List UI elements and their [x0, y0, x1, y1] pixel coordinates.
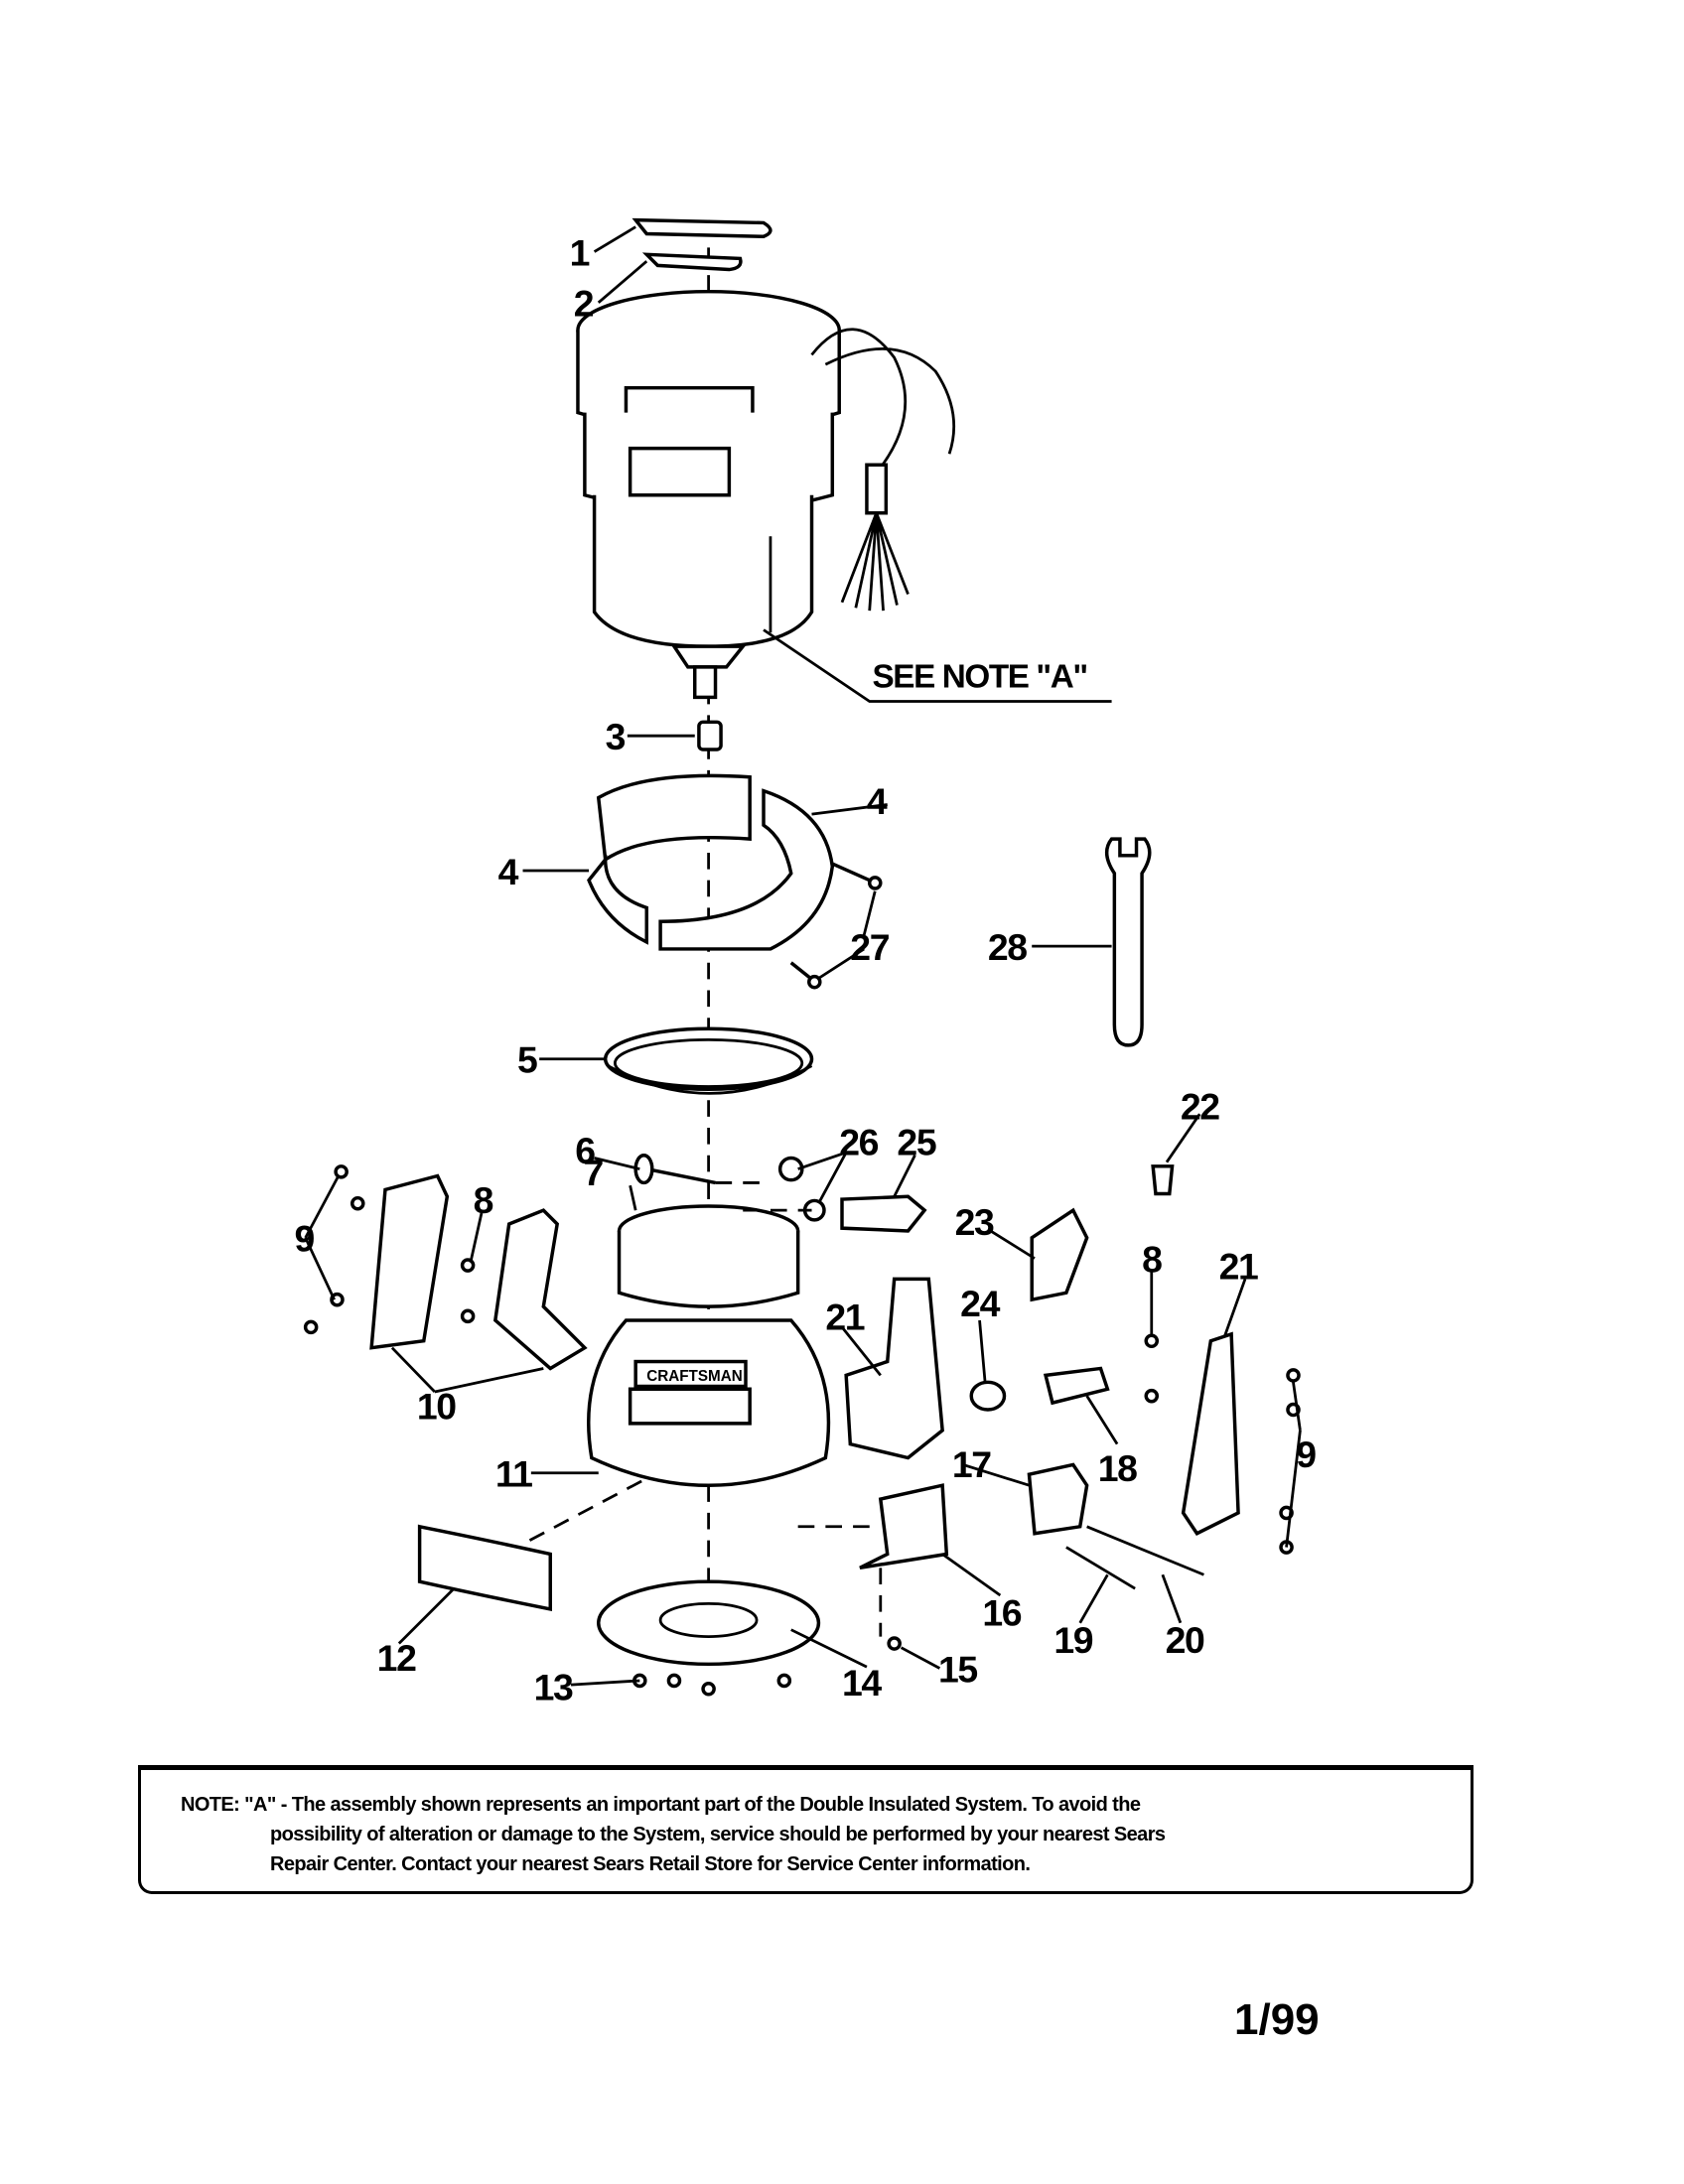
callout-1: 1 [570, 231, 590, 273]
callout-17: 17 [952, 1443, 991, 1485]
part-14-sub-base [597, 1579, 821, 1667]
connector-lines [528, 1181, 883, 1637]
part-27-screw [789, 862, 871, 981]
callout-18: 18 [1098, 1447, 1137, 1489]
callout-7: 7 [584, 1152, 604, 1193]
part-22-screw [1151, 1164, 1175, 1196]
part-24-bulb [969, 1380, 1007, 1412]
callout-15: 15 [938, 1648, 977, 1690]
callout-4: 4 [867, 780, 888, 822]
see-note-leader [763, 628, 1112, 703]
callout-8: 8 [1142, 1238, 1162, 1280]
part-21-far-right-handle [1181, 1331, 1240, 1536]
note-line-3: Repair Center. Contact your nearest Sear… [270, 1853, 1031, 1875]
part-17-switch-block [1027, 1462, 1089, 1536]
callout-3: 3 [606, 716, 626, 757]
note-a-text: NOTE: "A" - The assembly shown represent… [181, 1790, 1452, 1879]
callout-13: 13 [534, 1666, 573, 1707]
callout-22: 22 [1181, 1086, 1219, 1128]
note-line-2: possibility of alteration or damage to t… [270, 1824, 1166, 1845]
part-21-right-handle [844, 1277, 944, 1460]
part-15-screw [887, 1636, 902, 1651]
callout-4: 4 [498, 851, 519, 892]
part-10-left-handle-plate [369, 1173, 450, 1350]
callout-27: 27 [850, 926, 889, 968]
callout-28: 28 [988, 926, 1027, 968]
callout-19: 19 [1053, 1619, 1092, 1661]
callout-16: 16 [982, 1592, 1021, 1634]
callout-10: 10 [417, 1386, 456, 1428]
part-5-depth-ring [603, 1026, 814, 1095]
note-a-box: NOTE: "A" - The assembly shown represent… [138, 1765, 1474, 1894]
callout-9: 9 [295, 1218, 315, 1260]
callout-21: 21 [1219, 1245, 1258, 1287]
note-line-1: NOTE: "A" - The assembly shown represent… [181, 1794, 1141, 1816]
callout-5: 5 [517, 1039, 537, 1081]
part-3-collet-nut [697, 720, 723, 751]
cord-wires [840, 512, 910, 612]
part-19-wire [1065, 1546, 1136, 1590]
part-28-wrench [1105, 837, 1152, 1047]
part-16-bracket [859, 1483, 949, 1570]
callout-21: 21 [825, 1297, 864, 1338]
callout-14: 14 [842, 1662, 882, 1704]
part-18-switch [1043, 1366, 1110, 1406]
callout-20: 20 [1166, 1619, 1204, 1661]
part-20-wire [1086, 1525, 1204, 1576]
callout-24: 24 [960, 1283, 1000, 1324]
callout-11: 11 [495, 1453, 532, 1495]
callout-25: 25 [897, 1122, 935, 1163]
part-9-screws-left [303, 1164, 476, 1335]
part-2-label [641, 252, 743, 272]
callout-6: 6 [575, 1130, 595, 1171]
callout-9: 9 [1296, 1433, 1316, 1475]
part-25-knob [840, 1194, 927, 1233]
part-11-router-base: CRAFTSMAN [587, 1204, 831, 1487]
callout-2: 2 [574, 283, 594, 325]
base-nameplate: CRAFTSMAN [646, 1368, 742, 1385]
callout-8: 8 [474, 1179, 493, 1221]
part-23-switch-cover [1030, 1207, 1089, 1302]
page-number: 1/99 [1234, 1995, 1320, 2044]
power-cord [810, 328, 956, 469]
part-1-label [632, 217, 772, 239]
callout-12: 12 [377, 1637, 416, 1679]
callout-23: 23 [955, 1201, 994, 1243]
part-13-screws [632, 1673, 792, 1697]
motor-assembly [576, 289, 841, 700]
callout-leaders [304, 225, 1302, 1687]
part-4-housing-clamp [587, 773, 835, 951]
part-6-screw [645, 1166, 716, 1185]
callout-26: 26 [839, 1122, 878, 1163]
cord-strain-relief [865, 463, 889, 515]
part-10-left-handle [492, 1208, 588, 1371]
see-note-a-label: SEE NOTE "A" [872, 659, 1086, 696]
